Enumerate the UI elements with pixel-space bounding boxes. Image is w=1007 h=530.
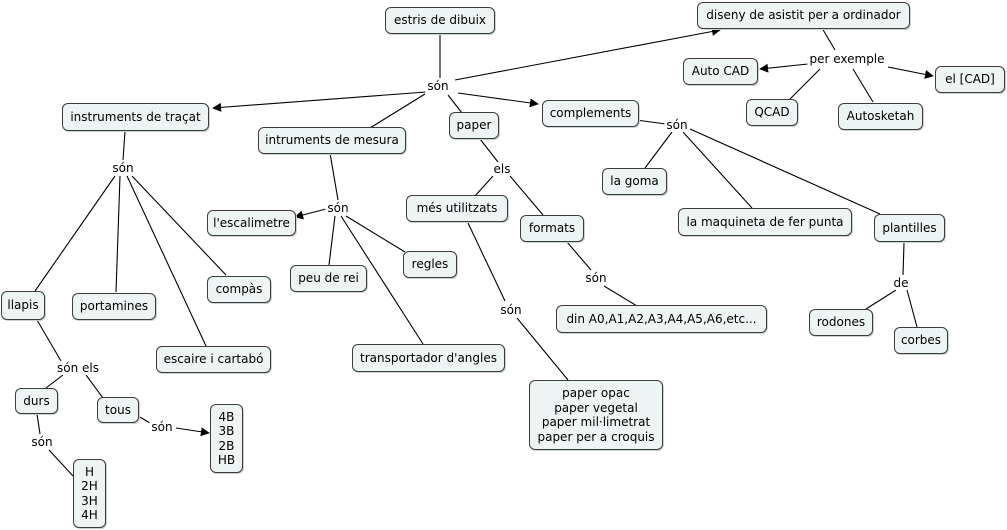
concept-corbes[interactable]: corbes bbox=[894, 327, 948, 354]
linking-phrase-per-exemple: per exemple bbox=[807, 52, 887, 66]
linking-phrase-son-tracat: són bbox=[110, 161, 136, 175]
linking-phrase-son-complements: són bbox=[664, 118, 690, 132]
concept-complements[interactable]: complements bbox=[542, 100, 639, 127]
concept-tous[interactable]: tous bbox=[97, 397, 139, 423]
concept-auto-cad[interactable]: Auto CAD bbox=[683, 58, 758, 85]
concept-tous-llista[interactable]: 4B 3B 2B HB bbox=[210, 404, 243, 473]
linking-phrase-son-tous: són bbox=[149, 420, 175, 434]
concept-formats[interactable]: formats bbox=[520, 215, 584, 242]
concept-maquineta[interactable]: la maquineta de fer punta bbox=[678, 208, 852, 236]
concept-escalimetre[interactable]: l'escalimetre bbox=[207, 210, 296, 236]
concept-diseny-assistit[interactable]: diseny de asistit per a ordinador bbox=[697, 2, 910, 29]
linking-phrase-son-durs: són bbox=[29, 435, 55, 449]
linking-phrase-son-els: són els bbox=[55, 361, 101, 375]
concept-estris-de-dibuix[interactable]: estris de dibuix bbox=[385, 7, 495, 34]
concept-autosketah[interactable]: Autosketah bbox=[838, 103, 923, 130]
concept-qcad[interactable]: QCAD bbox=[746, 99, 798, 126]
linking-phrase-son-formats: són bbox=[583, 271, 609, 285]
concept-regles[interactable]: regles bbox=[403, 251, 457, 278]
concept-escaire-cartabo[interactable]: escaire i cartabó bbox=[156, 346, 271, 373]
concept-instruments-tracat[interactable]: instruments de traçat bbox=[62, 103, 209, 131]
concept-llapis[interactable]: llapis bbox=[1, 291, 45, 320]
concept-compas[interactable]: compàs bbox=[207, 276, 271, 303]
concept-mes-utilitzats[interactable]: més utilitzats bbox=[406, 195, 508, 222]
linking-phrase-els-paper: els bbox=[491, 162, 513, 176]
concept-peu-de-rei[interactable]: peu de rei bbox=[290, 265, 367, 292]
linking-phrase-son-main: són bbox=[425, 79, 451, 93]
concept-el-cad[interactable]: el [CAD] bbox=[935, 66, 1005, 93]
concept-intruments-mesura[interactable]: intruments de mesura bbox=[258, 127, 406, 154]
linking-phrase-son-mes-utilitzats: són bbox=[498, 303, 524, 317]
concept-paper[interactable]: paper bbox=[449, 112, 499, 139]
concept-durs[interactable]: durs bbox=[15, 388, 58, 414]
concept-rodones[interactable]: rodones bbox=[809, 309, 873, 336]
concept-la-goma[interactable]: la goma bbox=[602, 168, 667, 195]
concept-portamines[interactable]: portamines bbox=[72, 293, 156, 320]
concept-plantilles[interactable]: plantilles bbox=[874, 214, 945, 242]
linking-phrase-son-mesura: són bbox=[325, 201, 351, 215]
concept-din-formats[interactable]: din A0,A1,A2,A3,A4,A5,A6,etc... bbox=[556, 305, 767, 333]
concept-durs-llista[interactable]: H 2H 3H 4H bbox=[73, 459, 106, 528]
concept-paper-tipus[interactable]: paper opac paper vegetal paper mil·limet… bbox=[529, 380, 663, 450]
linking-phrase-de-plantilles: de bbox=[891, 276, 911, 290]
concept-transportador-angles[interactable]: transportador d'angles bbox=[352, 344, 505, 372]
